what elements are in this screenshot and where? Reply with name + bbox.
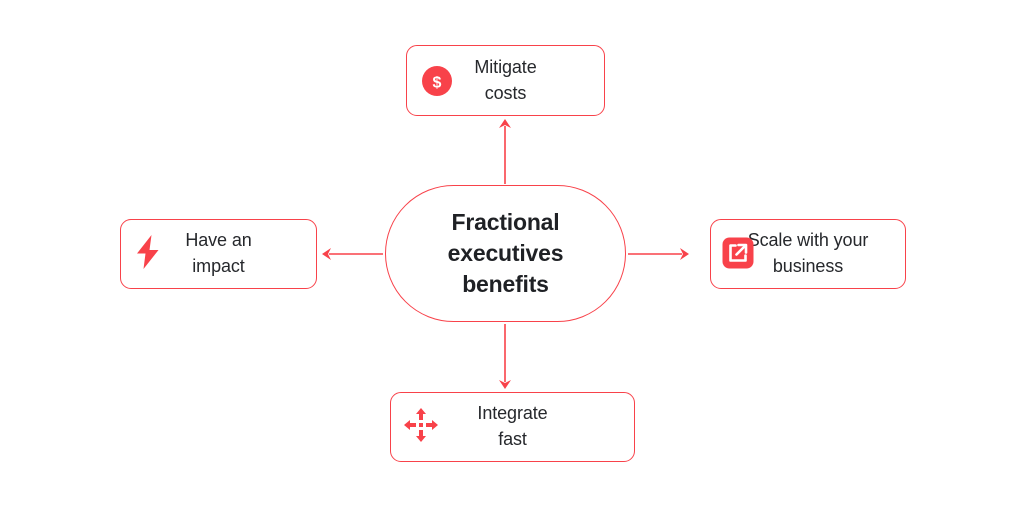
move-arrows-icon [404,408,438,442]
connector-arrow-right [628,248,689,260]
node-label-mitigate-costs: Mitigate costs [474,56,537,103]
connector-arrow-bottom [499,324,511,389]
external-link-icon [722,237,754,269]
node-label-integrate-fast: Integrate fast [477,403,548,449]
node-integrate-fast[interactable]: Integrate fast [390,392,635,462]
center-node-label: Fractional executives benefits [447,208,564,298]
connector-arrow-top [499,119,511,184]
node-label-have-an-impact: Have an impact [185,230,252,276]
dollar-circle-icon: $ [421,65,453,97]
connector-arrow-left [322,248,383,260]
center-node[interactable]: Fractional executives benefits [385,185,626,322]
svg-text:$: $ [433,75,442,92]
node-label-scale-with-your-business: Scale with your business [747,230,869,276]
lightning-bolt-icon [133,234,163,270]
